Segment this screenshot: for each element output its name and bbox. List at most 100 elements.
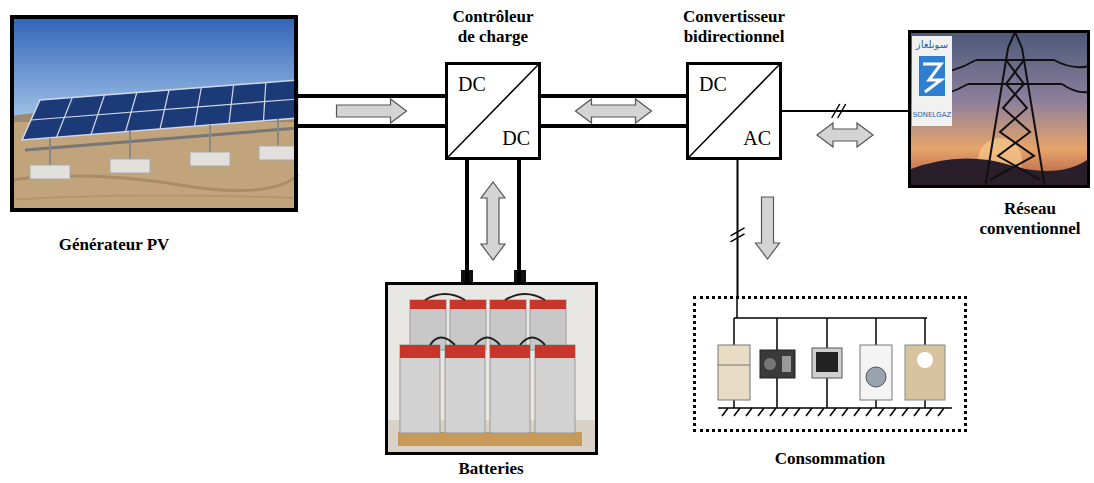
pv-photo-part bbox=[25, 128, 298, 150]
port-label: DC bbox=[458, 73, 486, 95]
grid-photo-part-part bbox=[985, 48, 1008, 188]
batteries-photo-part-part bbox=[530, 300, 566, 350]
grid-photo-part-part bbox=[990, 60, 1034, 180]
pv-photo-part bbox=[30, 165, 70, 179]
batteries-photo-part-part bbox=[490, 345, 530, 358]
grid-photo-part-part bbox=[1022, 48, 1045, 188]
batteries-photo-part-part bbox=[475, 338, 500, 346]
bus-line bbox=[541, 124, 686, 128]
consumer-icons-part bbox=[782, 356, 791, 372]
grid-box: Réseau conventionnel bbox=[908, 30, 1090, 188]
consumer-icons-part bbox=[812, 348, 842, 378]
batteries-photo-part-part bbox=[490, 300, 526, 309]
consumer-icons-part bbox=[917, 352, 933, 368]
grid-photo-part bbox=[923, 64, 941, 92]
batteries-photo-part bbox=[425, 294, 545, 345]
consumers-wiring-part bbox=[734, 317, 927, 319]
flow-arrow bbox=[481, 182, 505, 260]
consumer-icons-part bbox=[760, 350, 795, 378]
consumer-icons-part bbox=[905, 345, 945, 400]
consumer-icons-part bbox=[764, 358, 776, 370]
consumers-wiring-part bbox=[733, 318, 735, 345]
node-heading: Convertisseur bidirectionnel bbox=[664, 7, 804, 47]
grid-photo-part-part bbox=[998, 60, 1040, 180]
flow-arrow bbox=[756, 197, 780, 259]
batteries-photo-part-part bbox=[445, 345, 485, 358]
port-label: DC bbox=[699, 73, 727, 95]
consumer-icons-part bbox=[860, 345, 892, 400]
consumers-wiring-part bbox=[736, 296, 738, 318]
pv-generator: Générateur PV bbox=[10, 15, 298, 212]
pv-photo-part bbox=[110, 159, 150, 173]
logo-text: سونلغاز bbox=[910, 38, 954, 51]
grid-photo-part bbox=[919, 56, 945, 96]
port-label: DC bbox=[502, 127, 530, 149]
consumers-wiring-part bbox=[826, 318, 828, 348]
consumer-icons-part bbox=[718, 345, 750, 400]
consumers-wiring-part bbox=[875, 400, 877, 408]
node-heading: Générateur PV bbox=[14, 235, 214, 255]
batteries-photo-part-part bbox=[535, 345, 575, 433]
divider-diagonal bbox=[448, 65, 538, 157]
flow-arrow bbox=[576, 99, 652, 123]
bus-line bbox=[298, 124, 445, 128]
grid-photo-part bbox=[908, 30, 1090, 188]
consumers-wiring-part bbox=[875, 318, 877, 345]
batteries-photo-part-part bbox=[400, 345, 440, 358]
batteries-photo bbox=[385, 270, 598, 455]
batteries-box: Batteries bbox=[385, 282, 598, 455]
flow-arrow bbox=[817, 123, 873, 147]
logo-text: SONELGAZ bbox=[910, 110, 954, 120]
grid-photo-part-part bbox=[1015, 32, 1022, 48]
connector bbox=[541, 96, 686, 126]
batteries-photo-part-part bbox=[445, 345, 485, 433]
consumers-wiring-part bbox=[776, 378, 778, 408]
batteries-photo-part-part bbox=[520, 338, 545, 346]
batteries-photo-part-part bbox=[490, 345, 530, 433]
grid-photo-part-part bbox=[1062, 84, 1090, 92]
batteries-photo-part bbox=[400, 300, 575, 433]
consumers-wiring-part bbox=[776, 318, 778, 350]
consumers-wiring-part bbox=[722, 408, 944, 416]
batteries-photo-part-part bbox=[450, 300, 486, 350]
grid-photo-part bbox=[908, 158, 1090, 188]
bidirectional-converter: Convertisseur bidirectionnelDCAC bbox=[686, 62, 782, 160]
pv-photo-part-part bbox=[129, 131, 131, 160]
grid-photo-part-part bbox=[1054, 60, 1090, 67]
batteries-photo-part bbox=[398, 432, 582, 446]
batteries-photo-part-part bbox=[505, 294, 545, 300]
pv-photo-part bbox=[31, 83, 298, 138]
pv-photo bbox=[10, 15, 298, 212]
grid-photo-part-part bbox=[1008, 32, 1015, 48]
pv-photo-part bbox=[50, 119, 278, 166]
batteries-photo-part-part bbox=[430, 338, 455, 346]
batteries-photo-part-part bbox=[450, 300, 486, 309]
consumption-box: Consommation bbox=[693, 296, 967, 432]
batteries-photo-part-part bbox=[410, 300, 446, 350]
connector bbox=[731, 160, 780, 296]
pv-photo-part-part bbox=[209, 125, 211, 153]
node-heading: Consommation bbox=[750, 449, 910, 469]
bus-line bbox=[298, 94, 445, 98]
bus-line bbox=[541, 94, 686, 98]
flow-arrow bbox=[337, 99, 407, 123]
batteries-photo-part-part bbox=[535, 345, 575, 358]
bus-line bbox=[517, 160, 521, 282]
phase-tick bbox=[838, 104, 846, 118]
phase-tick bbox=[731, 234, 745, 242]
batteries-photo-part-part bbox=[410, 300, 446, 309]
consumers-wiring-part bbox=[826, 378, 828, 408]
consumer-icons bbox=[718, 345, 945, 400]
grid-photo-part-part bbox=[976, 59, 1054, 61]
consumer-icons-part bbox=[816, 352, 838, 372]
charge-controller: Contrôleur de chargeDCDC bbox=[445, 62, 541, 160]
batteries-photo-part-part bbox=[400, 345, 440, 433]
batteries-photo-part-part bbox=[490, 300, 526, 350]
grid-photo-part-part bbox=[968, 83, 1062, 85]
batteries-photo-part-part bbox=[530, 300, 566, 309]
batteries-photo-part-part bbox=[425, 294, 465, 300]
node-heading: Contrôleur de charge bbox=[445, 7, 541, 47]
connector bbox=[467, 160, 519, 282]
pv-photo-part bbox=[259, 146, 295, 160]
connector bbox=[782, 104, 908, 147]
